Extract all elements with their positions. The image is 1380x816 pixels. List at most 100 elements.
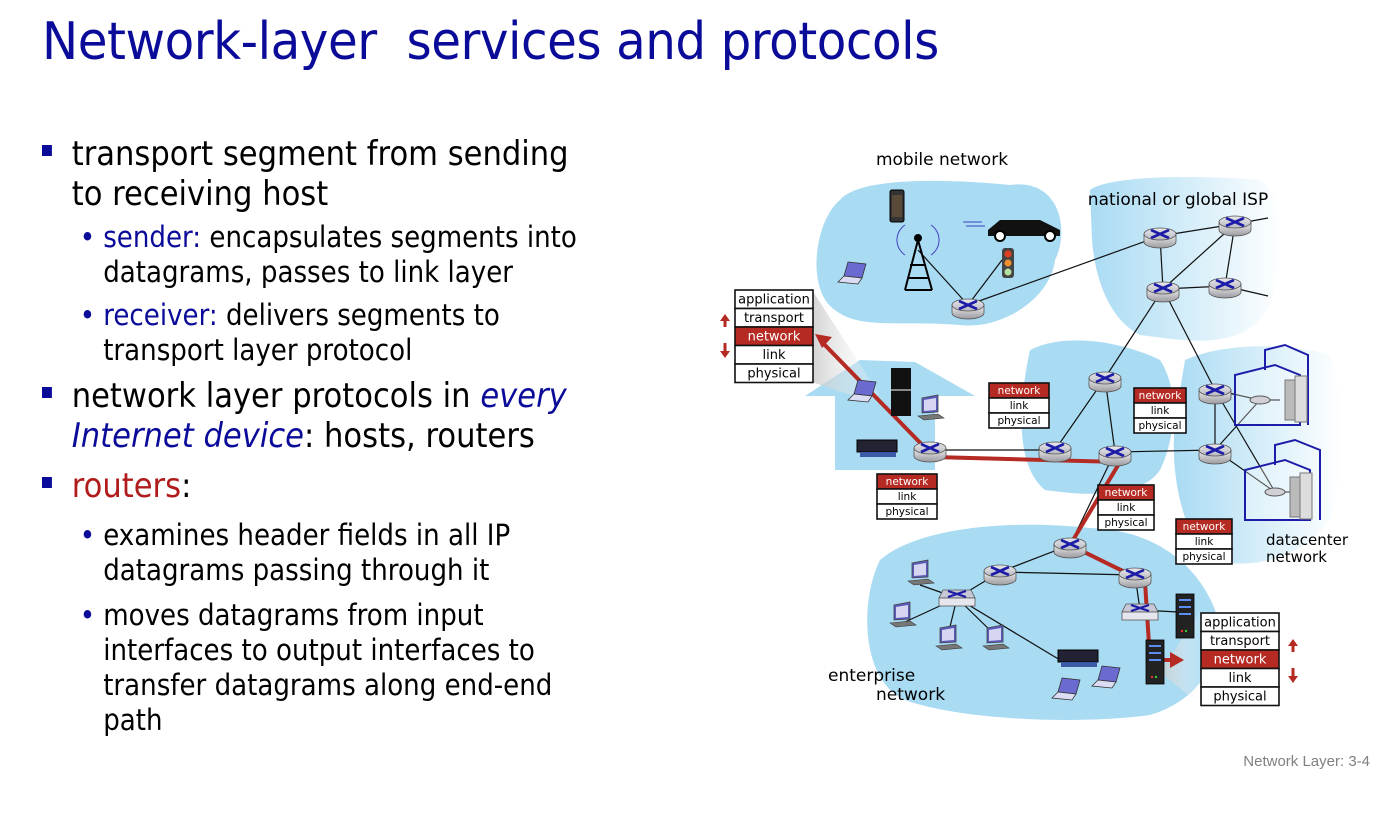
smartphone-icon xyxy=(889,189,905,223)
router-stack-regional-1: network link physical xyxy=(988,382,1050,429)
switch-enterprise-2 xyxy=(1120,602,1160,622)
layer-box-physical xyxy=(1175,548,1233,565)
enterprise-label-line2: network xyxy=(876,685,945,705)
host-stack-receiver: application transport network link physical xyxy=(1200,612,1280,707)
desktop-icon-home xyxy=(917,394,945,421)
sub-bullet-examines: • examines header fields in all IP datag… xyxy=(79,518,511,587)
layer-label-application: application xyxy=(738,292,810,307)
wifi-router-icon-home xyxy=(856,439,898,457)
protocol-stacks: applicationtransportnetworklinkphysicala… xyxy=(734,289,1280,707)
enterprise-label-line1: enterprise xyxy=(828,666,915,686)
router-stack-regional-2: network link physical xyxy=(1133,387,1187,434)
server-icon-2 xyxy=(1145,639,1165,685)
host-stack-sender: application transport network link physical xyxy=(734,289,814,384)
mobile-network-cloud xyxy=(816,180,1062,326)
switch-enterprise-1 xyxy=(937,588,977,608)
receiver-label: receiver: xyxy=(103,298,218,332)
router-isp-4 xyxy=(1207,276,1243,300)
sub-bullet-sender: • sender: encapsulates segments into dat… xyxy=(79,220,577,289)
sub-bullet-moves: • moves datagrams from input interfaces … xyxy=(79,598,553,737)
layer-label-link: link xyxy=(1117,502,1136,514)
layer-label-physical: physical xyxy=(1213,689,1266,704)
router-stack-home: network link physical xyxy=(876,473,938,520)
layer-label-link: link xyxy=(763,348,786,363)
layer-label-physical: physical xyxy=(1138,420,1181,432)
router-isp-2 xyxy=(1217,214,1253,238)
layer-label-network: network xyxy=(1105,487,1149,499)
layer-label-physical: physical xyxy=(997,415,1040,427)
layer-label-link: link xyxy=(1229,671,1252,686)
layer-label-physical: physical xyxy=(1104,517,1147,529)
layer-label-physical: physical xyxy=(1182,551,1225,563)
router-mobile xyxy=(950,297,986,321)
layer-box-physical xyxy=(1200,686,1280,707)
layer-label-network: network xyxy=(1214,652,1267,667)
layer-label-network: network xyxy=(998,385,1042,397)
router-isp-3 xyxy=(1145,280,1181,304)
router-enterprise-3 xyxy=(1117,566,1153,590)
mobile-network-label: mobile network xyxy=(876,150,1008,170)
isp-label: national or global ISP xyxy=(1088,190,1268,210)
square-bullet-icon xyxy=(42,145,52,156)
router-enterprise-2 xyxy=(982,563,1018,587)
callout-shadow-sender xyxy=(812,290,880,400)
layer-box-physical xyxy=(1097,514,1155,531)
sender-label: sender: xyxy=(103,220,202,254)
sub-bullet-receiver: • receiver: delivers segments to transpo… xyxy=(79,298,500,367)
traffic-light-icon xyxy=(1002,248,1014,278)
car-icon xyxy=(963,220,1060,242)
layer-box-physical xyxy=(1133,417,1187,434)
layer-label-transport: transport xyxy=(744,311,804,326)
cell-tower-icon xyxy=(896,224,940,291)
layer-arrows-sender xyxy=(720,314,730,358)
bullet-list: transport segment from sending to receiv… xyxy=(42,134,682,746)
layer-box-physical xyxy=(876,503,938,520)
layer-label-network: network xyxy=(886,476,930,488)
datacenter-label-line1: datacenter xyxy=(1266,531,1349,549)
layer-label-network: network xyxy=(1139,390,1183,402)
layer-label-link: link xyxy=(1151,405,1170,417)
wifi-router-icon-enterprise xyxy=(1057,649,1099,667)
router-regional-2 xyxy=(1087,370,1123,394)
server-rack-icon xyxy=(1284,375,1313,520)
layer-arrows-receiver xyxy=(1288,639,1298,683)
dot-bullet-icon: • xyxy=(79,298,96,332)
slide-title: Network-layer services and protocols xyxy=(42,12,939,72)
layer-box-physical xyxy=(988,412,1050,429)
layer-label-network: network xyxy=(1183,521,1227,533)
bullet-transport-segment: transport segment from sending to receiv… xyxy=(42,134,702,214)
router-regional-3 xyxy=(1097,444,1133,468)
square-bullet-icon xyxy=(42,477,52,488)
layer-label-link: link xyxy=(898,491,917,503)
path-arrowhead-receiver xyxy=(1170,652,1184,668)
dot-bullet-icon: • xyxy=(79,598,96,632)
path-arrowhead-sender xyxy=(815,334,832,348)
dot-bullet-icon: • xyxy=(79,518,96,552)
router-datacenter-2 xyxy=(1197,442,1233,466)
slide-footer: Network Layer: 3-4 xyxy=(1243,753,1370,770)
router-enterprise-1 xyxy=(1052,536,1088,560)
router-home xyxy=(912,440,948,464)
datacenter-building-1 xyxy=(1234,343,1309,426)
layer-label-link: link xyxy=(1195,536,1214,548)
layer-label-link: link xyxy=(1010,400,1029,412)
refrigerator-icon xyxy=(891,368,911,416)
layer-label-network: network xyxy=(748,329,801,344)
layer-label-physical: physical xyxy=(747,366,800,381)
router-isp-1 xyxy=(1142,226,1178,250)
layer-label-physical: physical xyxy=(885,506,928,518)
bullet-routers: routers: xyxy=(42,466,702,506)
router-stack-datacenter: network link physical xyxy=(1175,518,1233,565)
layer-label-application: application xyxy=(1204,615,1276,630)
router-stack-regional-3: network link physical xyxy=(1097,484,1155,531)
routers-label: routers xyxy=(71,466,182,506)
square-bullet-icon xyxy=(42,387,52,398)
bullet-every-device: network layer protocols in every Interne… xyxy=(42,376,702,456)
router-regional-1 xyxy=(1037,440,1073,464)
layer-label-transport: transport xyxy=(1210,634,1270,649)
datacenter-small-router xyxy=(1249,395,1286,497)
layer-box-physical xyxy=(734,363,814,384)
router-datacenter-1 xyxy=(1197,382,1233,406)
server-icon-1 xyxy=(1175,593,1195,639)
